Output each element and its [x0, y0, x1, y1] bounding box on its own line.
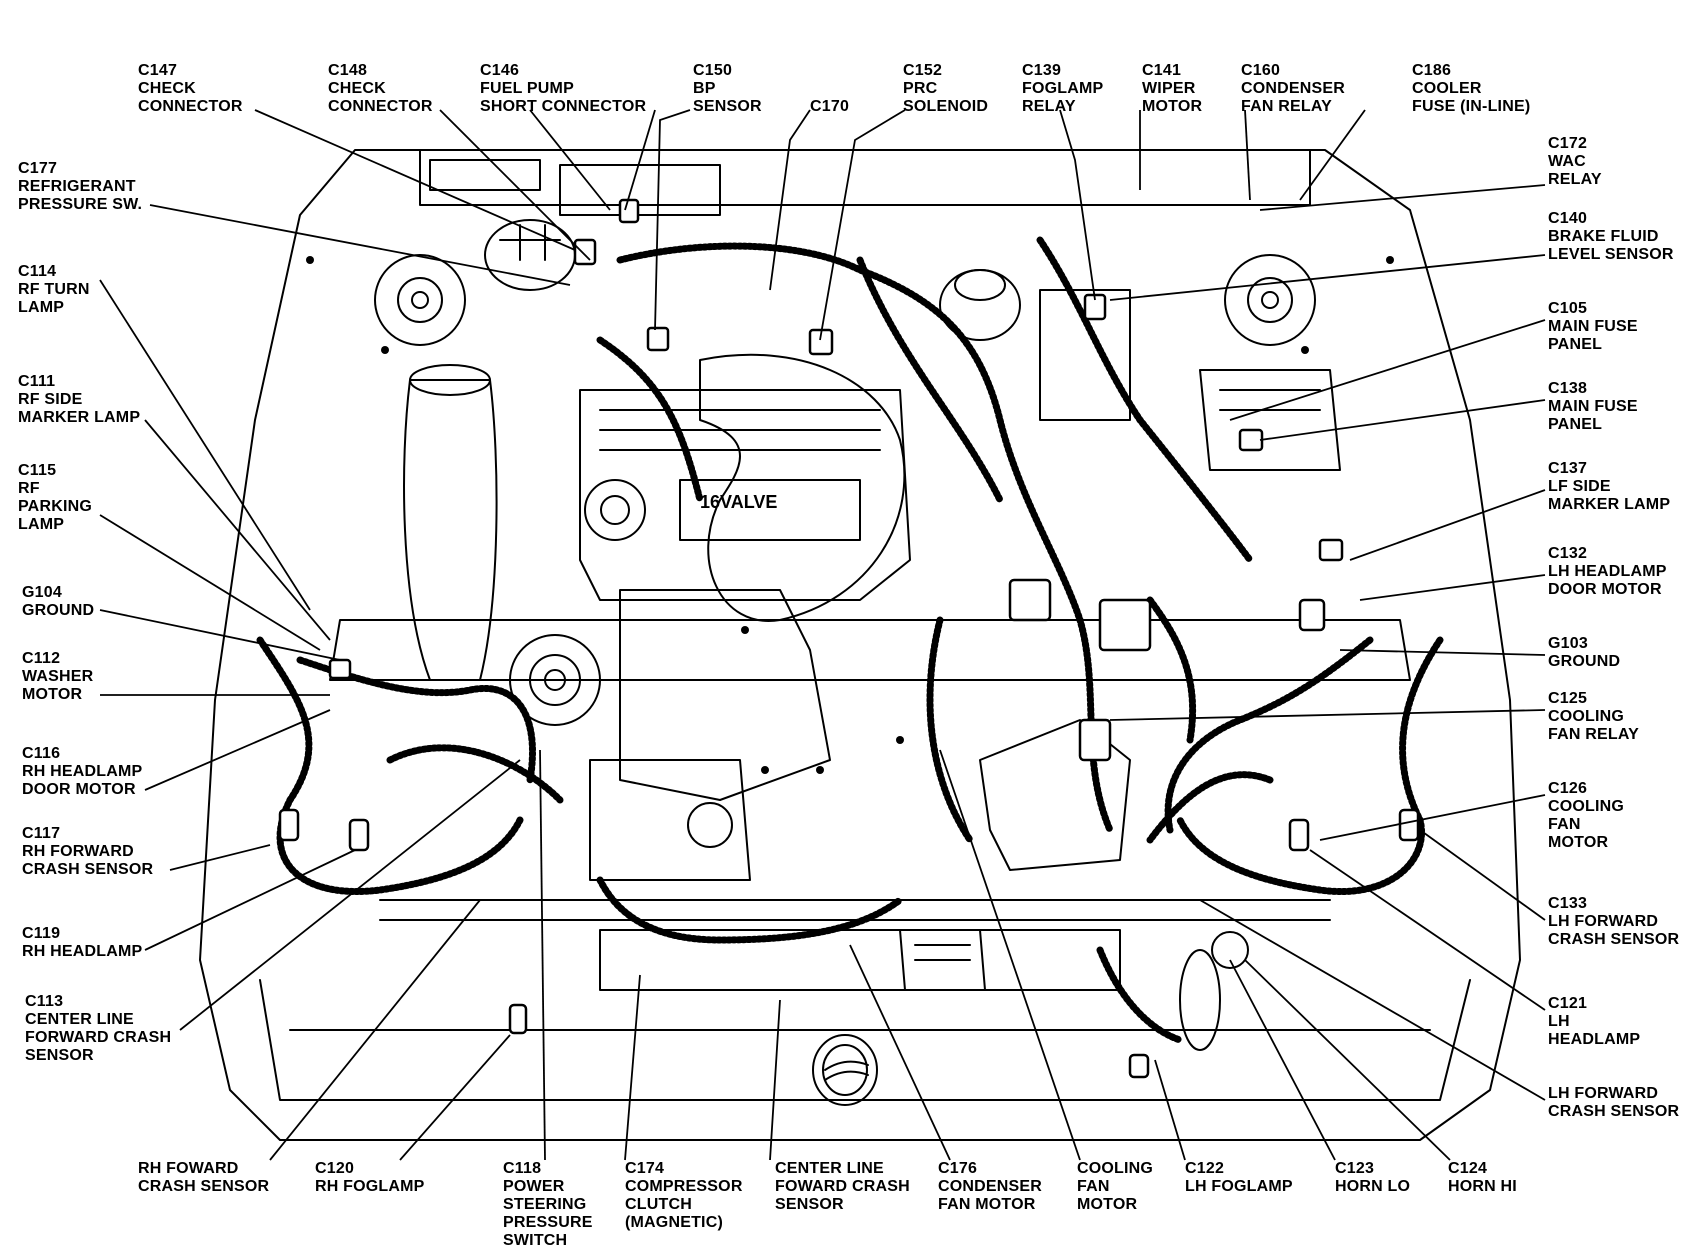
- intake-plenum: [699, 353, 906, 622]
- rh-strut-tower: [374, 254, 466, 346]
- callout-c170: C170: [810, 98, 850, 115]
- leader-lines: [99, 109, 1546, 1161]
- horn: [1179, 949, 1221, 1051]
- radiator-support: [329, 619, 1411, 681]
- cowl: [419, 149, 1311, 206]
- main-harness: [616, 242, 1114, 834]
- lh-front-harness: [1176, 636, 1444, 895]
- rh-front-harness: [256, 636, 524, 895]
- engine-badge: 16VALVE: [700, 492, 777, 512]
- air-cleaner: [403, 379, 498, 681]
- lh-strut-tower: [1224, 254, 1316, 346]
- fender-outline: [199, 149, 1521, 1141]
- engine-block: [579, 389, 911, 601]
- main-fuse-panel: [1199, 369, 1341, 471]
- grille-emblem: [812, 1034, 878, 1106]
